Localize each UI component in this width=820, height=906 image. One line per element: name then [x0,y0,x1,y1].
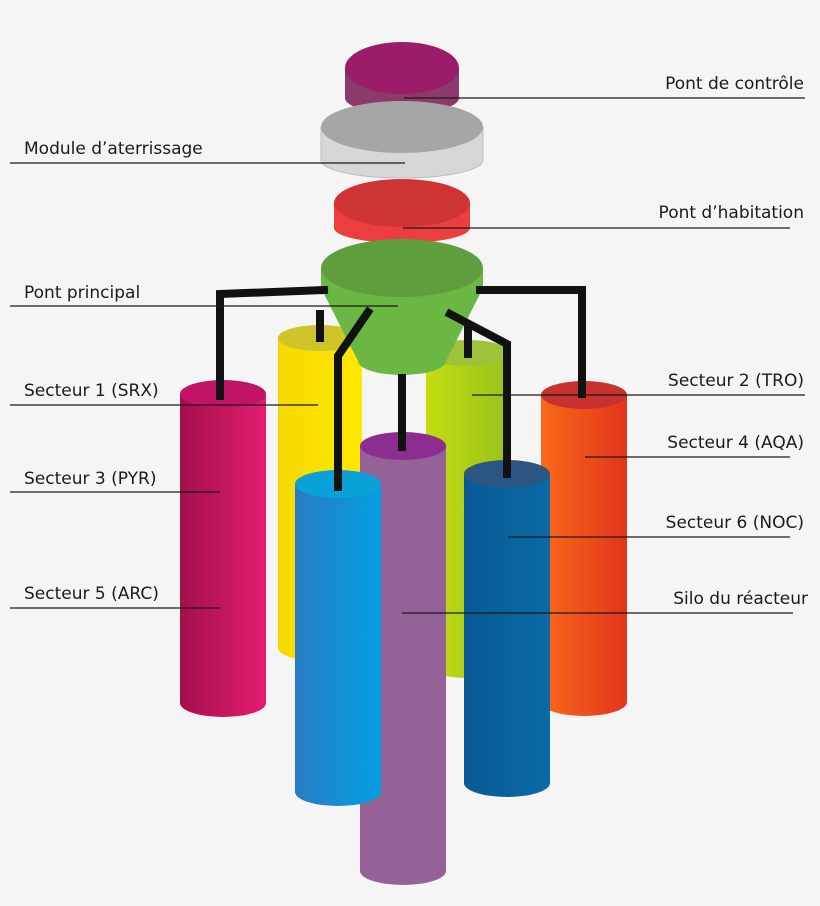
silo-reacteur-cylinder [360,432,446,885]
secteur-5-cylinder [295,470,381,806]
label-pont-habitation: Pont d’habitation [659,203,804,223]
label-secteur-5: Secteur 5 (ARC) [24,584,159,604]
pipe-ends [216,292,586,491]
label-silo: Silo du réacteur [673,589,808,609]
labels: Pont de contrôle Module d’aterrissage Po… [24,74,808,609]
label-secteur-6: Secteur 6 (NOC) [666,513,804,533]
label-pont-controle: Pont de contrôle [665,74,804,94]
secteur-1-cylinder [180,380,266,717]
leader-lines [10,97,805,614]
secteur-6-cylinder [464,460,550,797]
label-module-aterrissage: Module d’aterrissage [24,139,203,159]
secteur-2-cylinder [541,381,627,716]
pont-controle-disc [345,42,459,114]
label-secteur-3: Secteur 3 (PYR) [24,469,156,489]
pont-habitation-disc [334,179,470,243]
pont-principal-hub [321,239,483,375]
label-secteur-1: Secteur 1 (SRX) [24,381,159,401]
label-secteur-2: Secteur 2 (TRO) [668,371,804,391]
label-pont-principal: Pont principal [24,283,140,303]
module-aterrissage-disc [320,101,484,179]
label-secteur-4: Secteur 4 (AQA) [667,433,804,453]
